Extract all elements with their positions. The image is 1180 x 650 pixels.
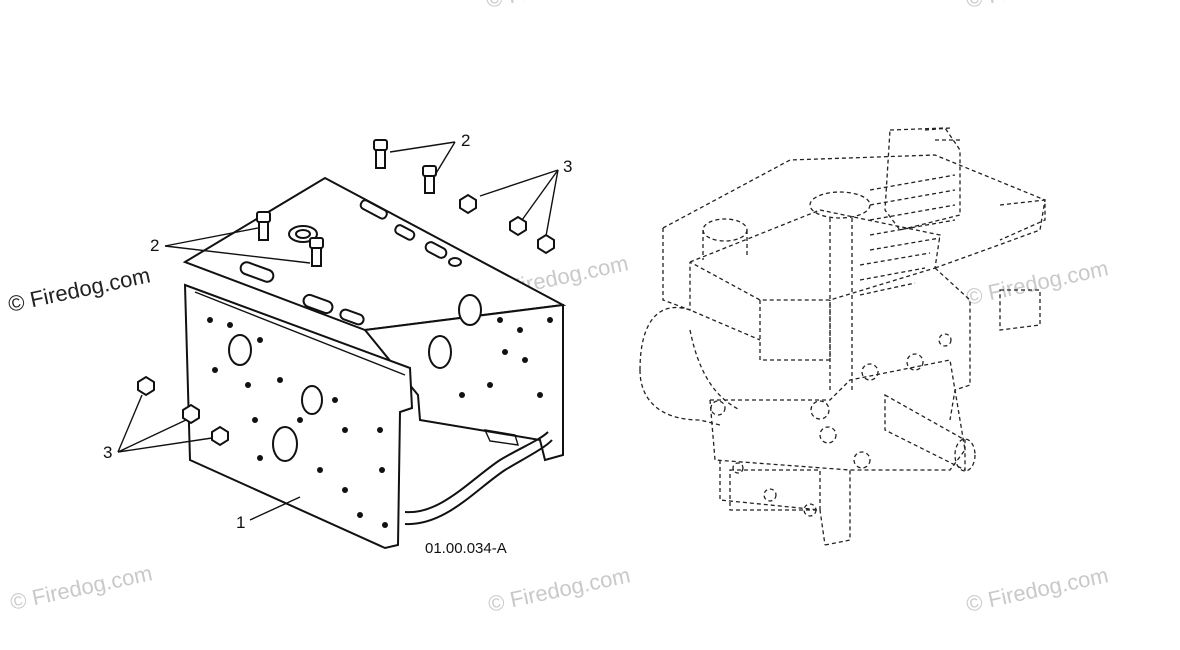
screws-group xyxy=(256,139,437,267)
top-round-port-inner xyxy=(295,229,311,239)
front-panel-dot-10 xyxy=(317,467,323,473)
nut-icon xyxy=(182,403,200,425)
front-panel-dot-8 xyxy=(342,427,348,433)
front-panel-dot-4 xyxy=(212,367,218,373)
callout-labels: 2 2 3 3 1 xyxy=(103,131,572,532)
front-panel-dot-17 xyxy=(297,417,303,423)
top-small-hole-1 xyxy=(448,257,462,267)
front-panel-dot-7 xyxy=(332,397,338,403)
front-panel-dot-16 xyxy=(257,455,263,461)
nut-icon xyxy=(459,193,477,215)
screw-icon xyxy=(422,165,437,194)
right-panel-hole-lower xyxy=(428,335,452,369)
right-panel-dot-6 xyxy=(537,392,543,398)
watermark-top-right: © Firedog.com xyxy=(964,0,1111,13)
callout-3-right: 3 xyxy=(563,157,572,176)
callout-2-top: 2 xyxy=(461,131,470,150)
callout-3-left: 3 xyxy=(103,443,112,462)
front-panel-dot-3 xyxy=(257,337,263,343)
front-panel-dot-1 xyxy=(207,317,213,323)
frame-floor-tab xyxy=(483,429,519,446)
front-panel-dot-15 xyxy=(382,522,388,528)
right-panel-dot-2 xyxy=(517,327,523,333)
top-slot-4 xyxy=(359,199,388,220)
nut-icon xyxy=(509,215,527,237)
top-slot-2 xyxy=(302,293,334,315)
watermark-bottom-left: © Firedog.com xyxy=(8,560,155,615)
front-panel-dot-12 xyxy=(377,427,383,433)
front-panel-dot-2 xyxy=(227,322,233,328)
watermark-top-mid: © Firedog.com xyxy=(484,0,631,13)
frame-bottom-rod xyxy=(404,431,549,514)
front-panel-dot-14 xyxy=(357,512,363,518)
front-panel-hole-1 xyxy=(228,334,252,366)
front-panel-hole-2 xyxy=(301,385,323,415)
front-panel-dot-6 xyxy=(277,377,283,383)
watermark-mid-right: © Firedog.com xyxy=(964,255,1111,310)
right-panel-dot-5 xyxy=(487,382,493,388)
reference-code: 01.00.034-A xyxy=(425,540,507,557)
front-panel-dot-13 xyxy=(379,467,385,473)
watermark-left: © Firedog.com xyxy=(6,262,153,317)
callout-1: 1 xyxy=(236,513,245,532)
callout-2-left: 2 xyxy=(150,236,159,255)
nut-icon xyxy=(211,425,229,447)
frame-fold-line xyxy=(194,291,406,376)
top-slot-6 xyxy=(424,241,448,259)
front-panel-dot-5 xyxy=(245,382,251,388)
nut-icon xyxy=(137,375,155,397)
right-panel-dot-3 xyxy=(502,349,508,355)
screw-icon xyxy=(256,211,271,241)
screw-icon xyxy=(309,237,324,267)
right-panel-dot-8 xyxy=(459,392,465,398)
nuts-group xyxy=(137,193,555,447)
top-slot-3 xyxy=(339,308,365,326)
front-panel-dot-9 xyxy=(252,417,258,423)
top-slot-1 xyxy=(239,261,275,283)
top-slot-5 xyxy=(394,224,416,241)
watermark-bottom-right: © Firedog.com xyxy=(964,562,1111,617)
frame-bottom-rod-inner xyxy=(404,439,553,526)
screw-icon xyxy=(373,139,388,169)
right-panel-dot-1 xyxy=(497,317,503,323)
right-panel-dot-7 xyxy=(547,317,553,323)
leader-lines xyxy=(117,141,559,521)
nut-icon xyxy=(537,233,555,255)
right-panel-dot-4 xyxy=(522,357,528,363)
right-panel-hole-upper xyxy=(458,294,482,326)
frame-assembly xyxy=(182,176,567,550)
front-panel-hole-3 xyxy=(272,426,298,462)
frame-right-panel xyxy=(363,303,564,462)
ghost-engine xyxy=(639,127,1046,546)
front-panel-dot-11 xyxy=(342,487,348,493)
watermark-bottom-mid: © Firedog.com xyxy=(486,562,633,617)
